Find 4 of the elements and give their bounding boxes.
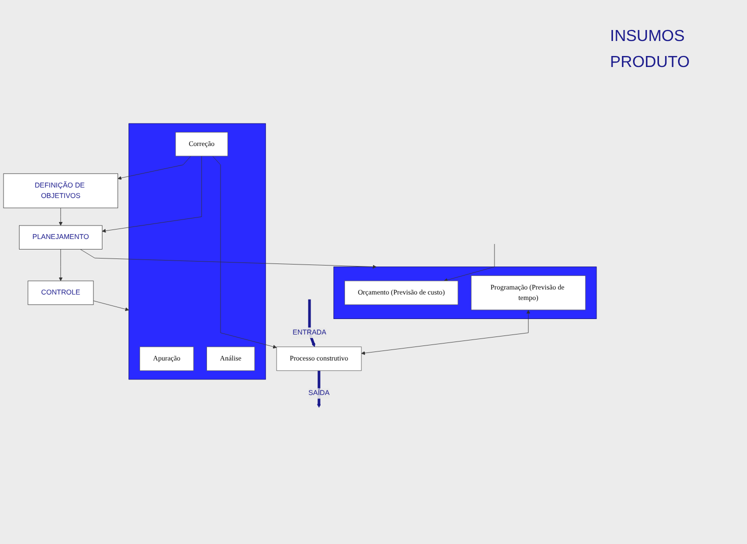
- flow-label: PRODUTO: [610, 54, 691, 72]
- cluster: [333, 266, 597, 319]
- cluster: [128, 123, 266, 380]
- flow-label: INSUMOS: [610, 28, 686, 46]
